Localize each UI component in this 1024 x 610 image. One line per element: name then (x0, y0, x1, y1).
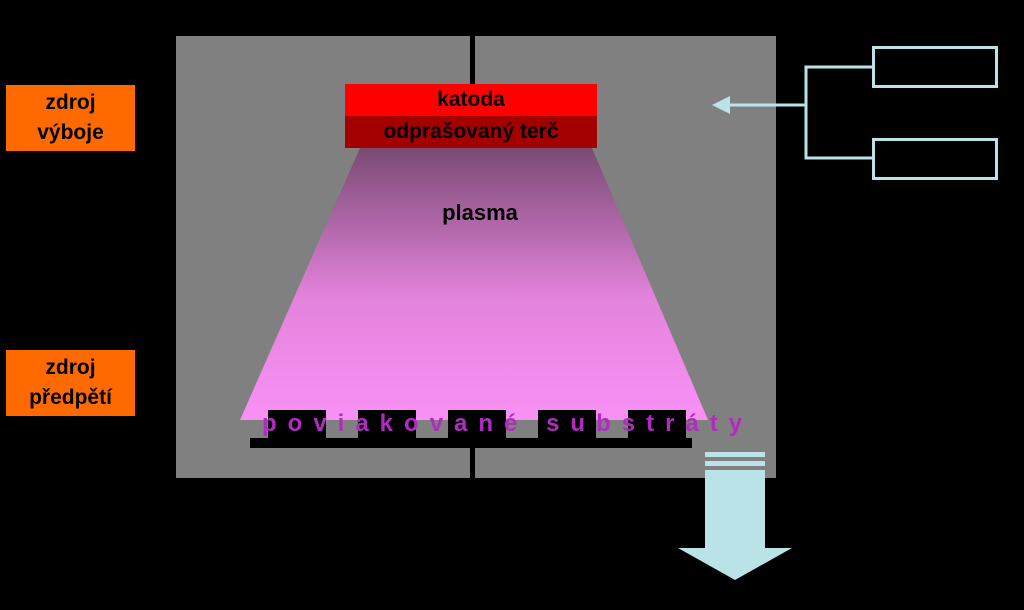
bias-source-lead (70, 440, 75, 525)
chamber-label: vakuová komora (800, 340, 933, 360)
substrate-1 (268, 410, 326, 438)
bias-source-box: zdroj předpětí (6, 350, 135, 416)
cathode: katoda (345, 84, 597, 116)
pumping-label: čerpání (690, 584, 751, 604)
substrate-3 (448, 410, 506, 438)
substrates-label: poviakované substráty (262, 410, 754, 437)
substrate-holder (250, 438, 692, 448)
sputtered-target: odprašovaný terč (345, 116, 597, 148)
substrate-4 (538, 410, 596, 438)
substrate-2 (358, 410, 416, 438)
substrate-5 (628, 410, 686, 438)
reactive-gas-label: reaktivní (900, 149, 970, 169)
discharge-source-box: zdroj výboje (6, 85, 135, 151)
gas-intake-label: napouštění plynů (820, 96, 958, 116)
inert-gas-box: inertní (872, 46, 998, 88)
discharge-source-line2: výboje (37, 121, 104, 144)
cathode-feed-line (470, 0, 475, 150)
feedthrough-lower (162, 301, 176, 315)
feedthrough-upper (162, 211, 176, 225)
reactive-gas-box: reaktivní (872, 138, 998, 180)
inert-gas-label: inertní (909, 57, 961, 77)
substrate-feed-line (470, 445, 475, 525)
plasma-label: plasma (442, 200, 518, 225)
discharge-source-line1: zdroj (45, 91, 96, 114)
bias-source-line2: předpětí (29, 386, 112, 409)
bias-source-line1: zdroj (45, 356, 96, 379)
